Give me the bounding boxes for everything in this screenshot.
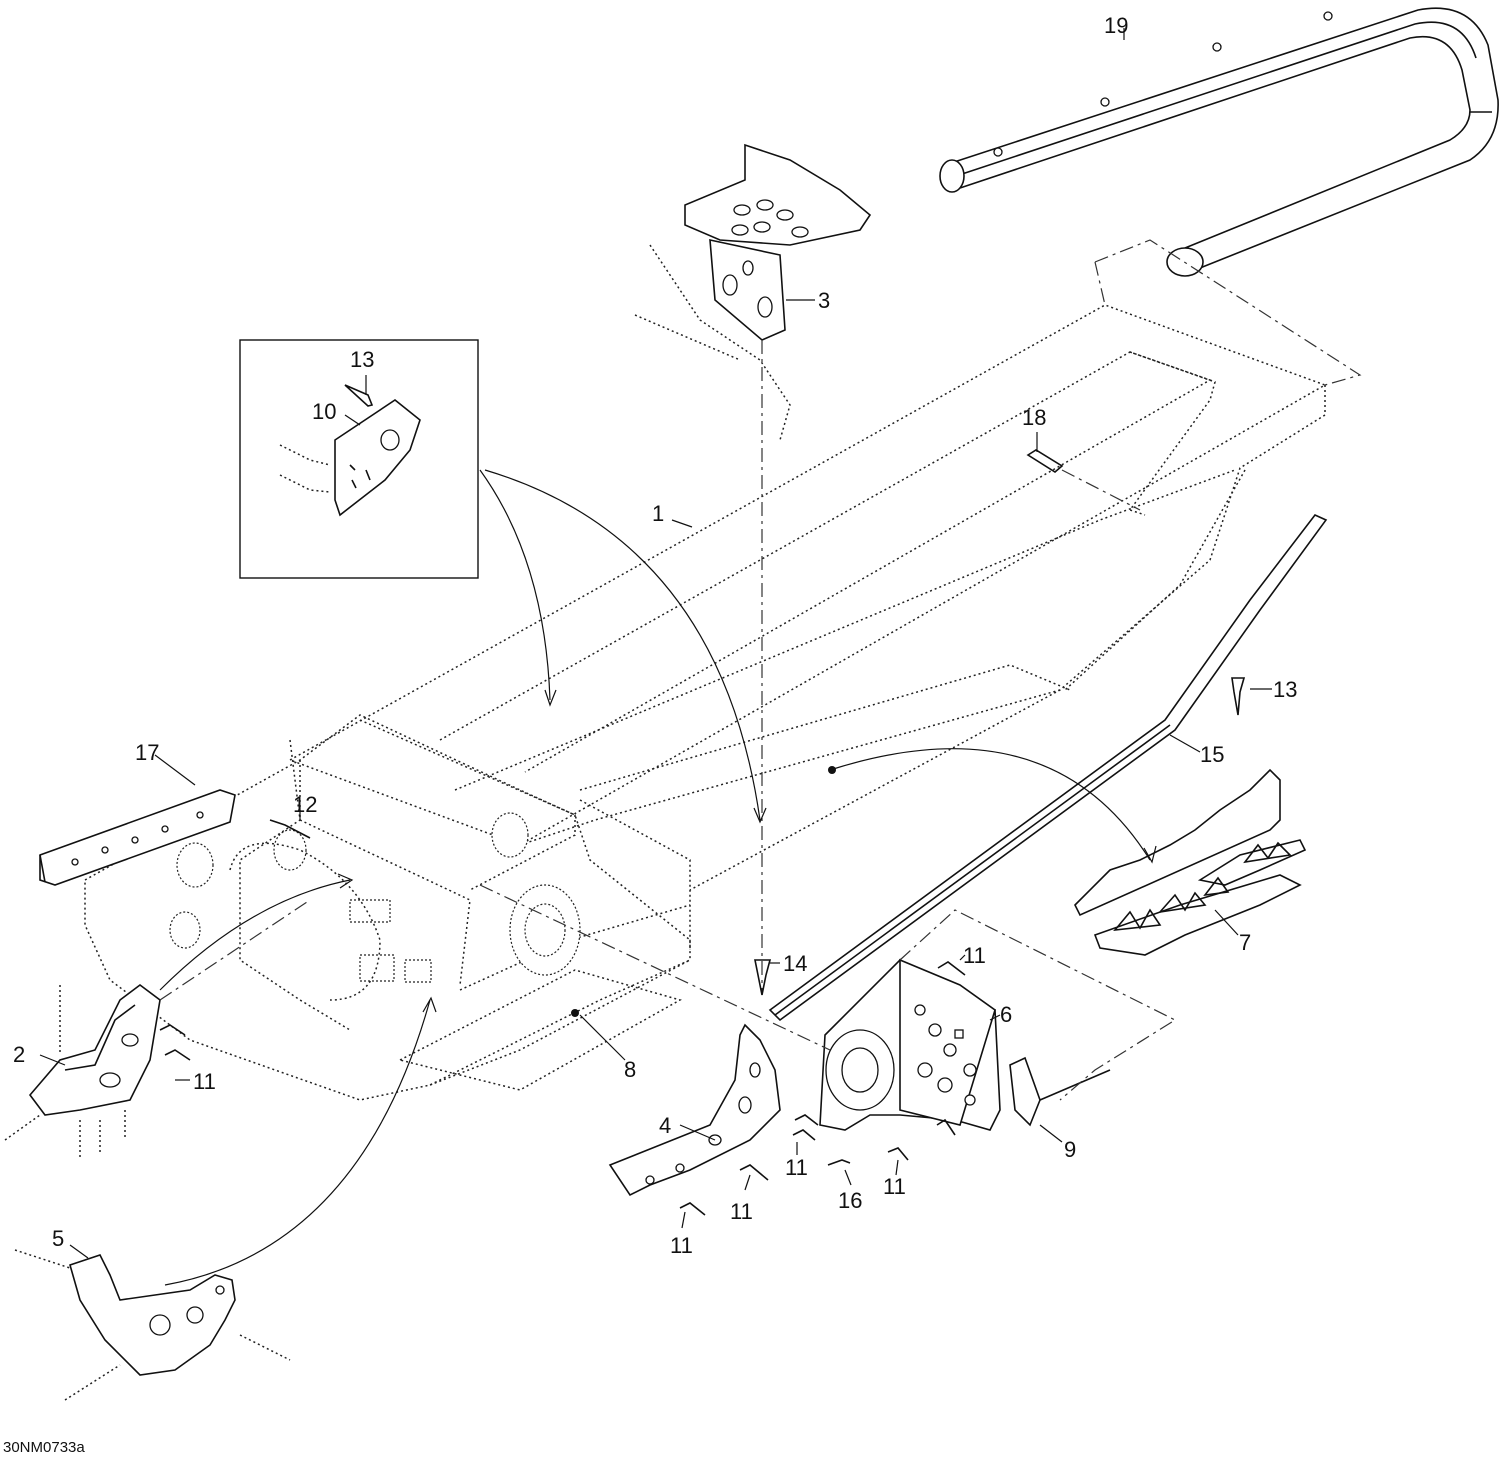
part-19-bolt (1026, 449, 1141, 511)
callout-1: 1 (652, 501, 664, 526)
callout-16: 16 (838, 1188, 862, 1213)
reference-arrows (159, 469, 1157, 1286)
callout-2: 2 (13, 1042, 25, 1067)
callout-11-e: 11 (730, 1199, 753, 1224)
drawing-id: 30NM0733a (3, 1439, 85, 1456)
callout-6: 6 (1000, 1002, 1012, 1027)
part-17-bracket (39, 789, 236, 886)
callout-9: 9 (1064, 1137, 1076, 1162)
callout-11-d: 11 (883, 1174, 906, 1199)
construction-lines (159, 239, 1362, 1101)
fasteners (159, 819, 966, 1216)
callout-11-a: 11 (963, 943, 986, 968)
detail-box (239, 339, 479, 579)
callout-11-b: 11 (193, 1069, 216, 1094)
part-5-lower-bracket (14, 1249, 291, 1401)
callout-4: 4 (659, 1113, 671, 1138)
callout-7: 7 (1239, 930, 1251, 955)
callout-8: 8 (624, 1057, 636, 1082)
front-frame (84, 714, 691, 1101)
callout-13-right: 13 (1273, 677, 1297, 702)
callout-12: 12 (293, 792, 317, 817)
callout-14: 14 (783, 951, 807, 976)
part-2-bracket (4, 984, 161, 1160)
part-3-column-bracket (634, 143, 872, 441)
callout-19: 18 (1022, 405, 1046, 430)
part-1-tunnel (288, 304, 1327, 891)
part-7-running-board (1074, 768, 1307, 956)
part-6-rear-plate (819, 958, 1111, 1131)
callout-5: 5 (52, 1226, 64, 1251)
callout-11-f: 11 (670, 1233, 693, 1258)
callout-18: 19 (1104, 13, 1128, 38)
callout-labels: 19 3 13 10 18 1 13 15 17 12 7 14 11 6 8 … (3, 13, 1297, 1456)
part-8-footrest (397, 969, 682, 1091)
part-13-rivet-right (1231, 677, 1246, 716)
callout-13-detail: 13 (350, 347, 374, 372)
callout-11-c: 11 (785, 1155, 808, 1180)
part-4-side-plate (608, 1023, 781, 1197)
part-18-handlebar (939, 7, 1499, 277)
callout-leaders (39, 28, 1272, 1259)
part-15-rail (768, 514, 1328, 1022)
part-14-rivet (754, 959, 772, 996)
callout-15: 15 (1200, 742, 1224, 767)
callout-17: 17 (135, 740, 159, 765)
callout-3: 3 (818, 288, 830, 313)
callout-10: 10 (312, 399, 336, 424)
